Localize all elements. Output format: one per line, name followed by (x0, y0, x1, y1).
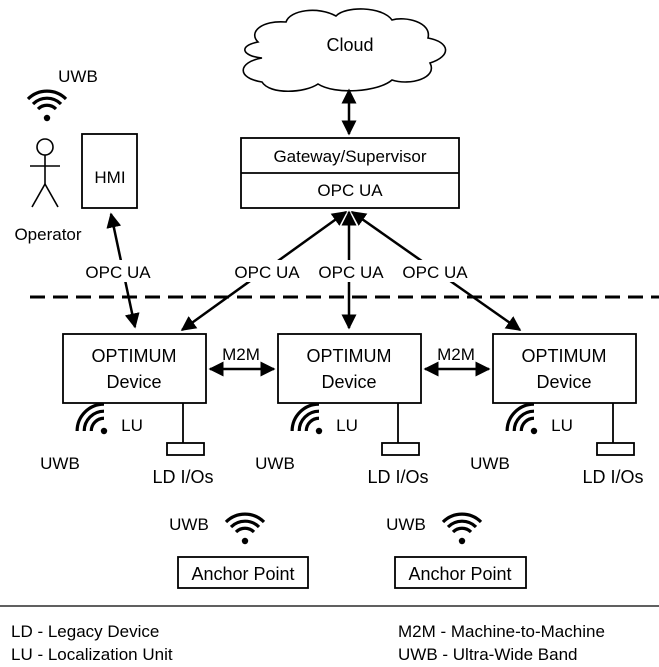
uwb-label: UWB (470, 454, 510, 473)
device-name-line2: Device (321, 372, 376, 392)
label-mask (394, 260, 476, 282)
optimum-device-box (492, 333, 637, 404)
cloud-shape (242, 8, 447, 92)
legend-m2m: M2M - Machine-to-Machine (398, 622, 605, 641)
operator-label: Operator (14, 225, 81, 244)
wifi-icon (441, 512, 483, 546)
label-mask (226, 260, 308, 282)
device3-opcua-label: OPC UA (402, 263, 468, 282)
device-name-line1: OPTIMUM (522, 346, 607, 366)
legacy-device-io (166, 403, 635, 456)
operator-figure (30, 138, 60, 208)
legend-uwb: UWB - Ultra-Wide Band (398, 645, 577, 664)
ld-io-label: LD I/Os (367, 467, 428, 487)
device-name-line1: OPTIMUM (92, 346, 177, 366)
anchor-uwb-label: UWB (169, 515, 209, 534)
anchor-point-label: Anchor Point (191, 564, 294, 584)
anchor-point-label: Anchor Point (408, 564, 511, 584)
m2m-label: M2M (437, 345, 475, 364)
ld-io-label: LD I/Os (582, 467, 643, 487)
hmi-opcua-label: OPC UA (85, 263, 151, 282)
lu-label: LU (551, 416, 573, 435)
wifi-icon (69, 396, 122, 449)
optimum-device-box (277, 333, 422, 404)
optimum-device-box (62, 333, 207, 404)
wifi-icon (26, 89, 68, 123)
anchor-uwb-label: UWB (386, 515, 426, 534)
anchor-point-box (394, 556, 527, 589)
hmi-label: HMI (94, 168, 125, 187)
uwb-label: UWB (40, 454, 80, 473)
anchor-point-box (177, 556, 309, 589)
wifi-icon (224, 512, 266, 546)
device2-opcua-label: OPC UA (318, 263, 384, 282)
wifi-icon (284, 396, 337, 449)
label-mask (78, 260, 160, 282)
operator-uwb-label: UWB (58, 67, 98, 86)
lu-label: LU (336, 416, 358, 435)
label-mask (310, 260, 392, 282)
device-name-line1: OPTIMUM (307, 346, 392, 366)
m2m-label: M2M (222, 345, 260, 364)
legend-ld: LD - Legacy Device (11, 622, 159, 641)
lu-label: LU (121, 416, 143, 435)
cloud-label: Cloud (326, 35, 373, 55)
ld-io-label: LD I/Os (152, 467, 213, 487)
gateway-title: Gateway/Supervisor (273, 147, 426, 166)
gateway-protocol: OPC UA (317, 181, 383, 200)
device-name-line2: Device (536, 372, 591, 392)
device1-opcua-label: OPC UA (234, 263, 300, 282)
wifi-icon (499, 396, 552, 449)
hmi-box (81, 133, 138, 209)
device-name-line2: Device (106, 372, 161, 392)
legend-lu: LU - Localization Unit (11, 645, 173, 664)
uwb-label: UWB (255, 454, 295, 473)
